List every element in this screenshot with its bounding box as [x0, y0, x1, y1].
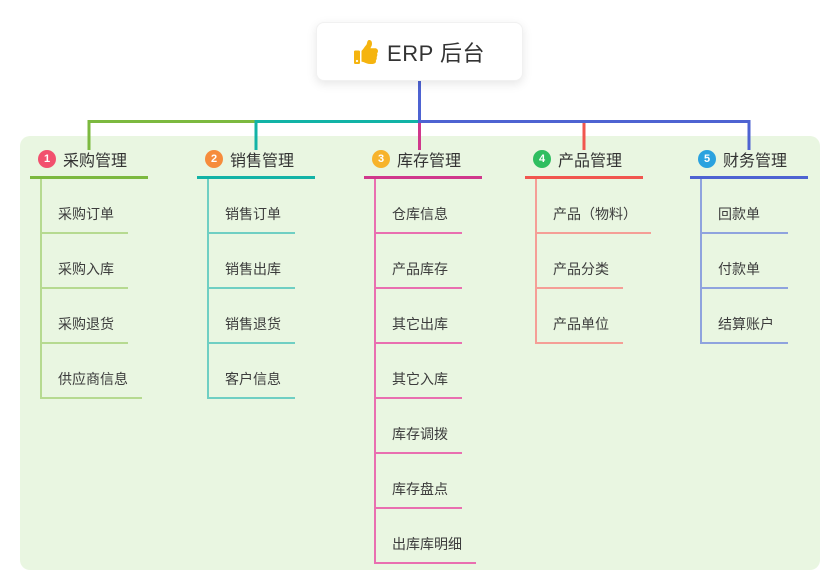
- mindmap-node-item[interactable]: 采购退货: [42, 289, 128, 344]
- branch-title: 财务管理: [723, 152, 788, 170]
- branch-items: 仓库信息产品库存其它出库其它入库库存调拨库存盘点出库库明细: [374, 179, 476, 564]
- branch-header[interactable]: 2 销售管理: [197, 146, 315, 179]
- branch-number-badge: 3: [372, 149, 390, 168]
- mindmap-node-item[interactable]: 其它入库: [376, 344, 462, 399]
- mindmap-node-item[interactable]: 出库库明细: [376, 509, 476, 564]
- branch-number-badge: 5: [698, 149, 716, 168]
- branch-items: 回款单付款单结算账户: [700, 179, 788, 344]
- branch-number-badge: 2: [205, 149, 223, 168]
- branch-items: 销售订单销售出库销售退货客户信息: [207, 179, 295, 399]
- mindmap-node-item[interactable]: 回款单: [702, 179, 788, 234]
- mindmap-node-item[interactable]: 库存调拨: [376, 399, 462, 454]
- mindmap-node-item[interactable]: 付款单: [702, 234, 788, 289]
- mindmap-node-item[interactable]: 采购入库: [42, 234, 128, 289]
- mindmap-node-item[interactable]: 产品库存: [376, 234, 462, 289]
- branch-header[interactable]: 4 产品管理: [525, 146, 643, 179]
- branch-number-badge: 1: [38, 149, 56, 168]
- mindmap-node-item[interactable]: 销售出库: [209, 234, 295, 289]
- mindmap-node-item[interactable]: 仓库信息: [376, 179, 462, 234]
- branch-1: 1 采购管理 采购订单采购入库采购退货供应商信息: [30, 146, 148, 399]
- branch-header[interactable]: 3 库存管理: [364, 146, 482, 179]
- mindmap-node-item[interactable]: 结算账户: [702, 289, 788, 344]
- branch-items: 产品（物料）产品分类产品单位: [535, 179, 651, 344]
- branch-title: 采购管理: [63, 152, 128, 170]
- mindmap-node-item[interactable]: 客户信息: [209, 344, 295, 399]
- root-node[interactable]: ERP 后台: [316, 22, 523, 81]
- branch-number-badge: 4: [533, 149, 551, 168]
- branch-5: 5 财务管理 回款单付款单结算账户: [690, 146, 808, 344]
- mindmap-node-item[interactable]: 供应商信息: [42, 344, 142, 399]
- branch-header[interactable]: 5 财务管理: [690, 146, 808, 179]
- background-panel: [20, 136, 820, 570]
- mindmap-node-item[interactable]: 其它出库: [376, 289, 462, 344]
- mindmap-node-item[interactable]: 产品分类: [537, 234, 623, 289]
- branch-title: 销售管理: [230, 152, 295, 170]
- mindmap-node-item[interactable]: 销售订单: [209, 179, 295, 234]
- mindmap-node-item[interactable]: 采购订单: [42, 179, 128, 234]
- branch-title: 库存管理: [397, 152, 462, 170]
- branch-header[interactable]: 1 采购管理: [30, 146, 148, 179]
- branch-title: 产品管理: [558, 152, 623, 170]
- root-title: ERP 后台: [387, 40, 485, 66]
- mindmap-node-item[interactable]: 库存盘点: [376, 454, 462, 509]
- branch-4: 4 产品管理 产品（物料）产品分类产品单位: [525, 146, 651, 344]
- branch-items: 采购订单采购入库采购退货供应商信息: [40, 179, 142, 399]
- branch-3: 3 库存管理 仓库信息产品库存其它出库其它入库库存调拨库存盘点出库库明细: [364, 146, 482, 564]
- thumbs-up-icon: [354, 39, 379, 64]
- mindmap-node-item[interactable]: 销售退货: [209, 289, 295, 344]
- mindmap-node-item[interactable]: 产品单位: [537, 289, 623, 344]
- mindmap-node-item[interactable]: 产品（物料）: [537, 179, 651, 234]
- branch-2: 2 销售管理 销售订单销售出库销售退货客户信息: [197, 146, 315, 399]
